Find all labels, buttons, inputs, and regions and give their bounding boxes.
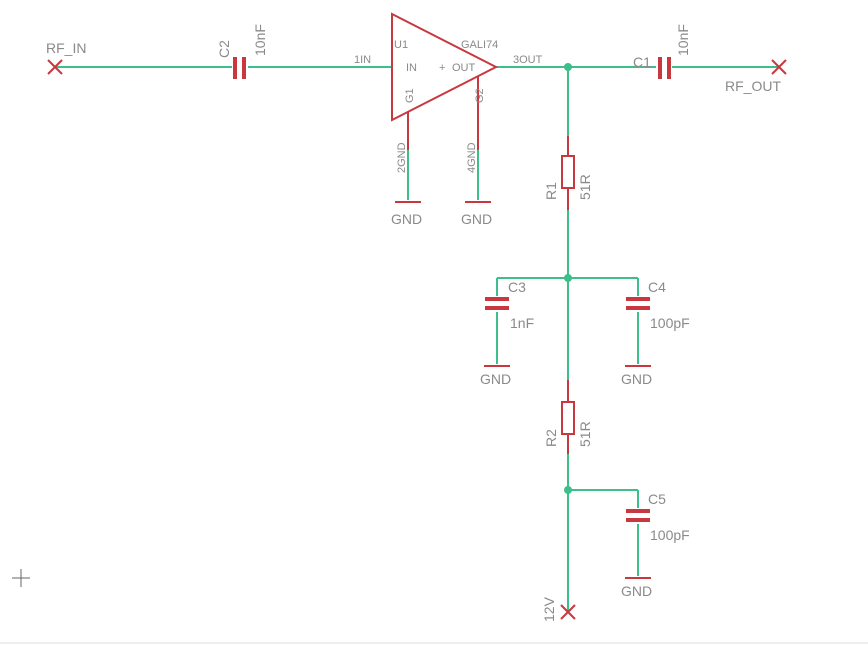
c4-value: 100pF [650, 315, 690, 331]
junction-supply [564, 486, 572, 494]
c1-ref: C1 [633, 54, 651, 70]
c1-value: 10nF [675, 24, 691, 56]
gnd-label: GND [621, 371, 652, 387]
gnd-symbol-u1-pin2[interactable]: GND [391, 201, 422, 227]
rf-in-label: RF_IN [46, 40, 86, 56]
capacitor-c1[interactable]: C1 10nF [633, 24, 691, 79]
amplifier-g2: G2 [474, 88, 486, 103]
amplifier-g1: G1 [404, 88, 416, 103]
amplifier-triangle [391, 12, 499, 122]
capacitor-c4[interactable]: C4 100pF [626, 279, 690, 331]
gnd-symbol-c5[interactable]: GND [621, 577, 652, 599]
c3-ref: C3 [508, 279, 526, 295]
gnd-label: GND [621, 583, 652, 599]
resistor-r2[interactable]: R2 51R [543, 380, 593, 454]
capacitor-c5[interactable]: C5 100pF [626, 491, 690, 543]
amplifier-gnd4: 4GND [466, 142, 478, 173]
r1-value: 51R [577, 174, 593, 200]
r2-ref: R2 [543, 429, 559, 447]
amplifier-label-in: IN [406, 62, 417, 74]
c3-value: 1nF [510, 315, 534, 331]
amplifier-u1[interactable]: U1 GALI74 1IN IN OUT 3OUT G1 G2 2GND 4GN… [354, 12, 543, 173]
r1-ref: R1 [543, 182, 559, 200]
capacitor-c3[interactable]: C3 1nF [485, 279, 534, 331]
gnd-symbol-c3[interactable]: GND [480, 365, 511, 387]
origin-markers [12, 569, 30, 587]
supply-label: 12V [541, 596, 557, 622]
amplifier-plus-mark: + [439, 62, 445, 74]
gnd-label: GND [461, 211, 492, 227]
capacitor-c2[interactable]: C2 10nF [216, 24, 268, 79]
junction-output [564, 63, 572, 71]
amplifier-value: GALI74 [461, 39, 498, 51]
c5-value: 100pF [650, 527, 690, 543]
amplifier-pin-out: 3OUT [513, 54, 543, 66]
gnd-label: GND [391, 211, 422, 227]
rf-out-port[interactable]: RF_OUT [725, 59, 787, 94]
c5-ref: C5 [648, 491, 666, 507]
amplifier-gnd2: 2GND [396, 142, 408, 173]
rf-in-port[interactable]: RF_IN [46, 40, 86, 75]
gnd-label: GND [480, 371, 511, 387]
gnd-symbol-u1-pin4[interactable]: GND [461, 201, 492, 227]
c2-value: 10nF [252, 24, 268, 56]
amplifier-label-out: OUT [452, 62, 476, 74]
r2-value: 51R [577, 421, 593, 447]
junction-bias [564, 274, 572, 282]
supply-port[interactable]: 12V [541, 596, 576, 622]
c4-ref: C4 [648, 279, 666, 295]
amplifier-ref: U1 [394, 39, 408, 51]
wires [55, 66, 780, 612]
amplifier-pin-in: 1IN [354, 54, 371, 66]
gnd-symbol-c4[interactable]: GND [621, 365, 652, 387]
resistor-r1[interactable]: R1 51R [543, 136, 593, 210]
c2-ref: C2 [216, 40, 232, 58]
rf-out-label: RF_OUT [725, 78, 781, 94]
